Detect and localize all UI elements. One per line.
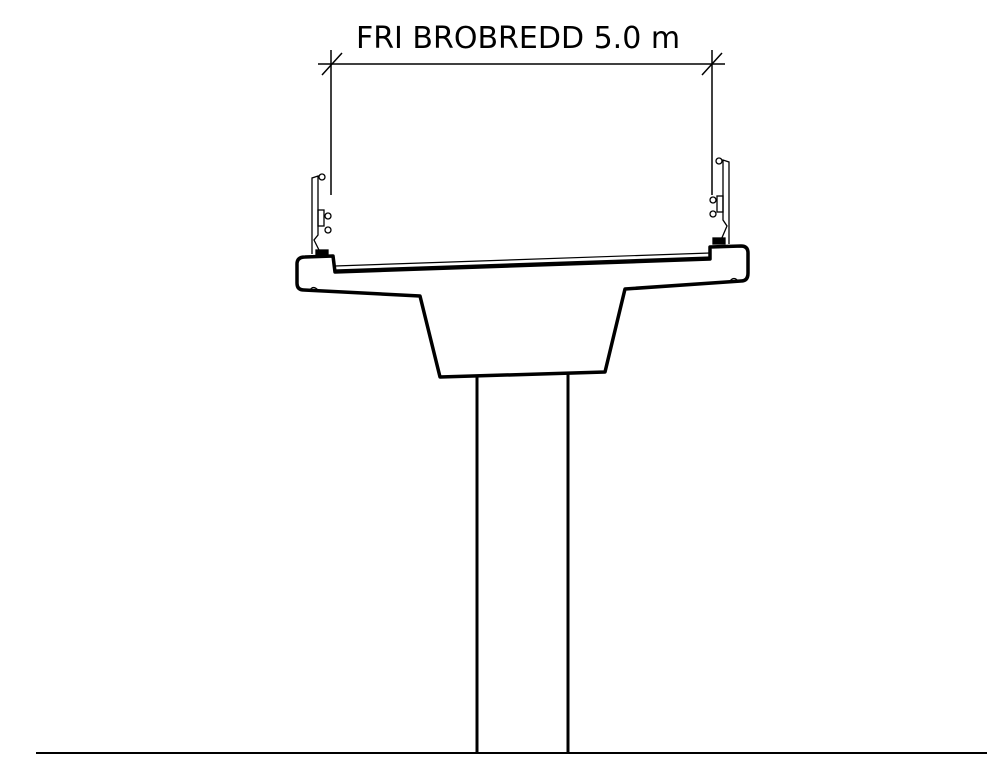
rail-knob-icon xyxy=(715,157,723,165)
tick-mark-right xyxy=(701,52,723,76)
tick-mark-left xyxy=(321,52,343,76)
pavement-layer xyxy=(334,252,711,271)
column xyxy=(475,374,570,752)
width-dimension xyxy=(318,50,725,195)
drip-edges xyxy=(309,277,739,291)
rail-knob-icon xyxy=(324,226,332,234)
rail-knob-icon xyxy=(709,196,717,204)
rail-knob-icon xyxy=(318,173,326,181)
railing-left xyxy=(311,173,332,257)
railing-right xyxy=(709,157,730,245)
bridge-deck-section xyxy=(295,244,750,379)
dimension-label: FRI BROBREDD 5.0 m xyxy=(356,21,680,56)
rail-knob-icon xyxy=(324,212,332,220)
rail-knob-icon xyxy=(709,210,717,218)
